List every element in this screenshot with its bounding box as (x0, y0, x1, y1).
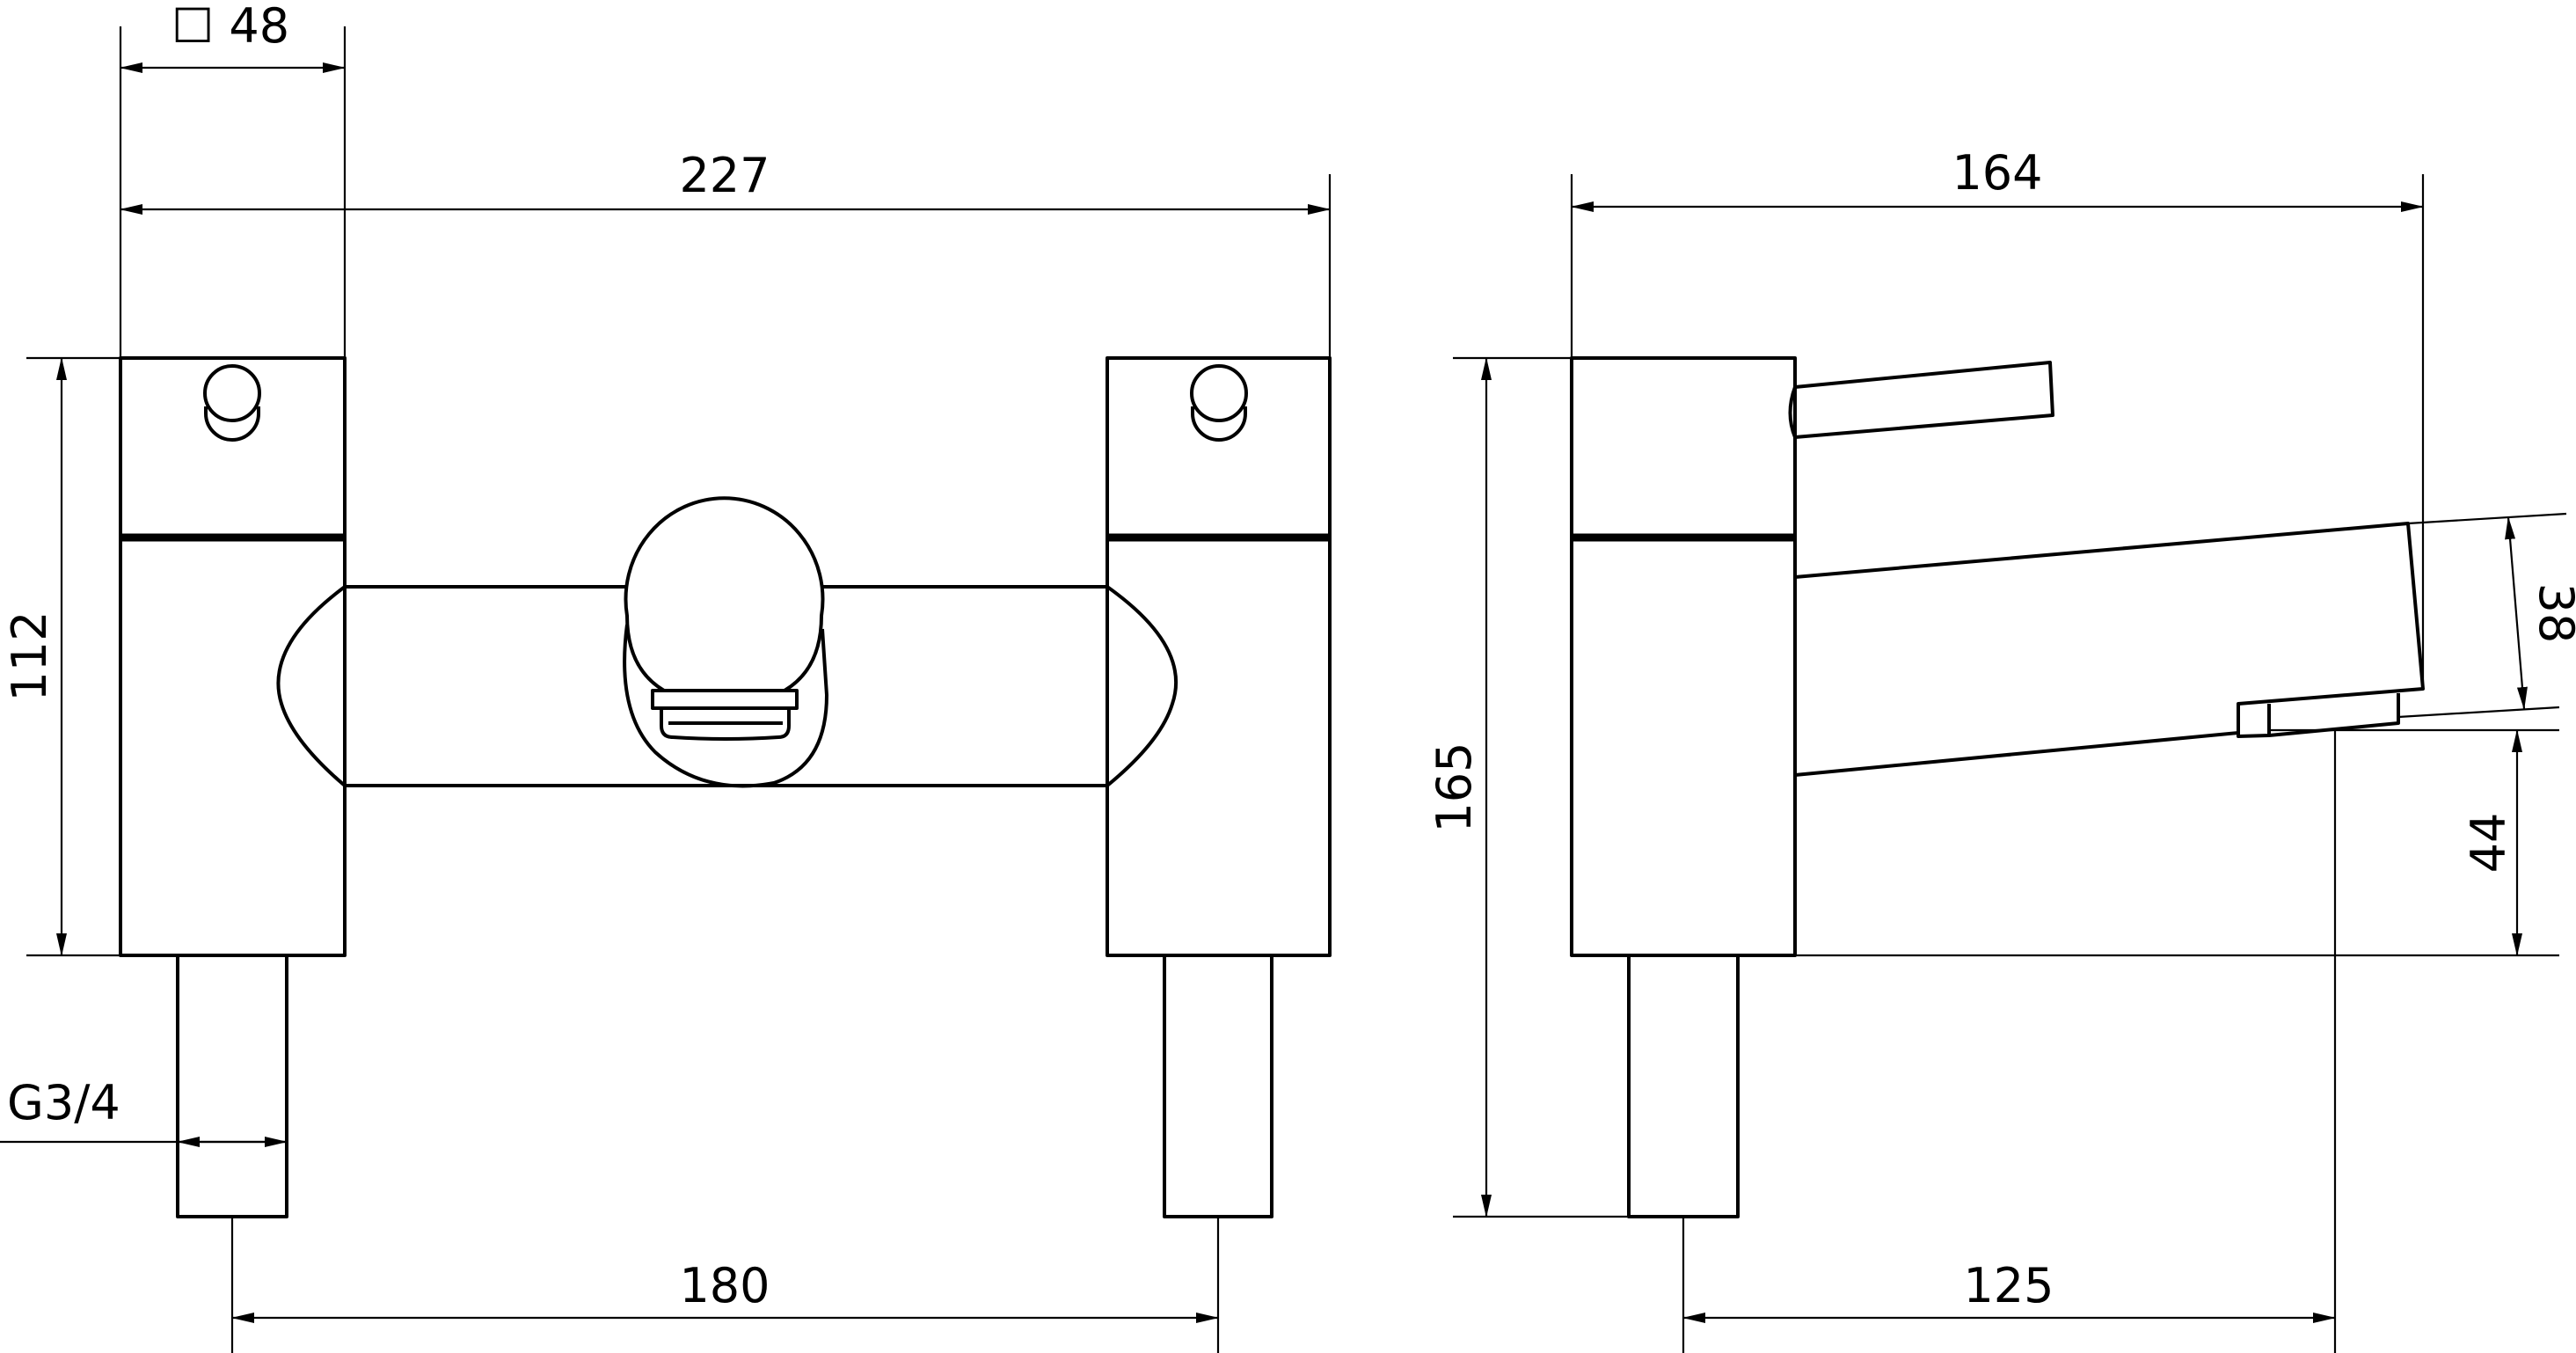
side-valve-body (1570, 536, 1797, 957)
right-inlet-tail (1163, 954, 1273, 1218)
side-handle-cap (1570, 356, 1797, 539)
left-inlet-tail (176, 954, 288, 1218)
bridge-bar (276, 585, 1179, 787)
dim-inlet-centres-label: 180 (679, 1258, 770, 1313)
dim-body-height-label: 112 (2, 611, 57, 701)
left-handle-cap (119, 356, 347, 539)
right-handle-cap (1106, 356, 1332, 539)
dim-body-square-label: ☐ 48 (171, 0, 289, 54)
side-spout (1794, 522, 2425, 777)
dim-inlet-thread-label: G3/4 (7, 1075, 120, 1130)
front-view (119, 356, 1332, 1218)
side-lever-handle (1788, 361, 2054, 439)
right-valve-body (1106, 536, 1332, 957)
dim-overall-height-label: 165 (1427, 742, 1482, 832)
side-view (1570, 356, 2425, 1218)
dim-spout-projection-label: 125 (1963, 1258, 2054, 1313)
dim-spout-height-label: 38 (2529, 583, 2576, 644)
side-dimensions: 164 165 38 44 125 (1427, 145, 2576, 1353)
dim-spout-clearance-label: 44 (2461, 813, 2516, 874)
central-spout (623, 496, 828, 788)
right-indicator-button (1190, 364, 1248, 442)
left-indicator-button (203, 364, 261, 442)
front-dimensions: ☐ 48 227 112 G3/4 180 (0, 0, 1332, 1353)
dim-overall-width-label: 227 (679, 148, 770, 203)
side-inlet-tail (1627, 954, 1740, 1218)
side-aerator (2237, 693, 2400, 738)
left-valve-body (119, 536, 347, 957)
dim-side-depth-label: 164 (1952, 145, 2042, 201)
